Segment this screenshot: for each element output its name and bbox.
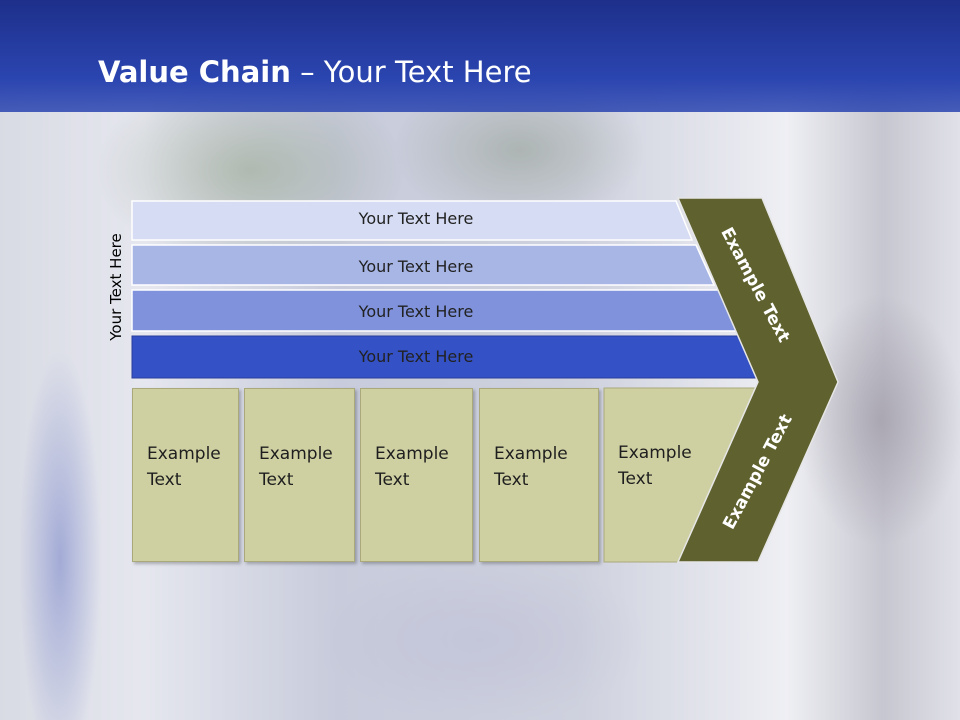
title-bar [0,0,960,112]
row-bar-2 [131,244,716,286]
row-label-3: Your Text Here [358,302,474,321]
title-rest: – Your Text Here [290,55,532,89]
title-bold: Value Chain [98,55,291,89]
margin-chevron [676,197,839,563]
row-label-1: Your Text Here [358,209,474,228]
row-bar-1 [131,200,694,241]
slide-title: Value Chain – Your Text Here [98,55,532,89]
row-label-2: Your Text Here [358,257,474,276]
row-label-4: Your Text Here [358,347,474,366]
